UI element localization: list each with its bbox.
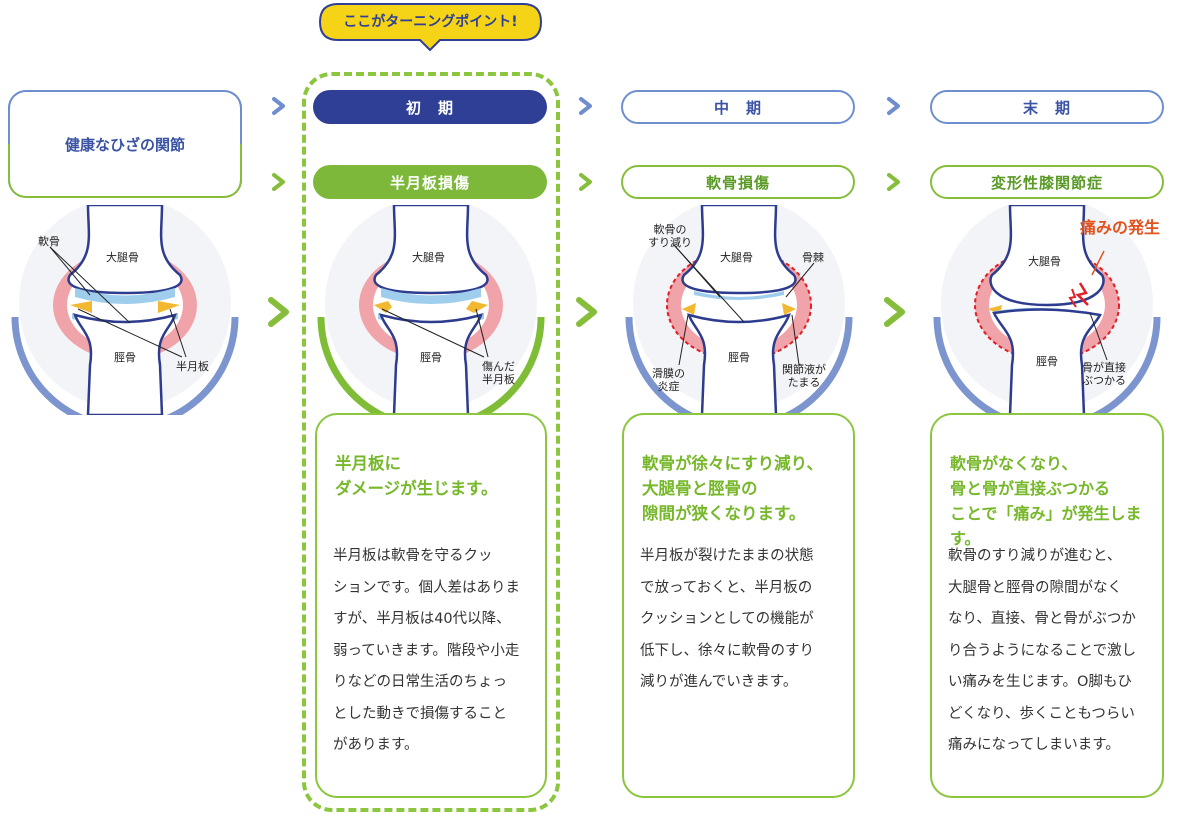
card-middle-body: 半月板が裂けたままの状態 で放っておくと、半月板の クッションとしての機能が 低… [640, 548, 814, 690]
label-osteophyte: 骨棘 [802, 251, 824, 264]
knee-middle-illustration: 軟骨の すり減り 大腿骨 骨棘 脛骨 滑膜の 炎症 関節液が たまる [624, 197, 854, 431]
label-femur: 大腿骨 [106, 251, 139, 264]
knee-early-illustration: 大腿骨 脛骨 傷んだ 半月板 [316, 197, 546, 431]
label-tibia: 脛骨 [420, 351, 442, 364]
chevron-right-icon [578, 96, 594, 116]
turning-point-callout: ここがターニングポイント! [318, 2, 543, 52]
label-tibia: 脛骨 [1036, 355, 1058, 368]
card-early-body: 半月板は軟骨を守るクッ ションです。個人差はありま すが、半月板は40代以降、 … [333, 548, 521, 753]
card-early: 半月板に ダメージが生じます。 半月板は軟骨を守るクッ ションです。個人差はあり… [315, 413, 547, 798]
card-late: 軟骨がなくなり、 骨と骨が直接ぶつかる ことで「痛み」が発生します。 軟骨のすり… [930, 413, 1164, 798]
card-middle-title: 軟骨が徐々にすり減り、 大腿骨と脛骨の 隙間が狭くなります。 [642, 454, 824, 523]
chevron-right-icon [266, 296, 292, 328]
label-synovitis: 滑膜の 炎症 [652, 367, 685, 393]
card-middle: 軟骨が徐々にすり減り、 大腿骨と脛骨の 隙間が狭くなります。 半月板が裂けたまま… [622, 413, 855, 798]
condition-early-pill: 半月板損傷 [313, 165, 547, 199]
knee-late-illustration: 大腿骨 脛骨 骨が直接 ぶつかる [932, 197, 1162, 431]
chevron-right-icon [578, 172, 594, 192]
chevron-right-icon [886, 96, 902, 116]
stage-middle-pill: 中 期 [621, 90, 855, 124]
label-meniscus: 半月板 [176, 360, 209, 373]
knee-healthy-illustration: 軟骨 大腿骨 脛骨 半月板 [10, 197, 240, 431]
chevron-right-icon [271, 172, 287, 192]
label-effusion: 関節液が たまる [782, 363, 826, 389]
card-late-title: 軟骨がなくなり、 骨と骨が直接ぶつかる ことで「痛み」が発生します。 [950, 454, 1142, 548]
chevron-right-icon [271, 96, 287, 116]
stage-late-pill: 末 期 [930, 90, 1164, 124]
label-pain: 痛みの発生 [1080, 218, 1161, 237]
label-bone-contact: 骨が直接 ぶつかる [1082, 361, 1126, 387]
healthy-title: 健康なひざの関節 [64, 136, 185, 154]
label-cartilage: 軟骨 [38, 235, 60, 248]
chevron-right-icon [886, 172, 902, 192]
label-tibia: 脛骨 [728, 351, 750, 364]
condition-late-pill: 変形性膝関節症 [930, 165, 1164, 199]
chevron-right-icon [574, 296, 600, 328]
callout-text: ここがターニングポイント! [343, 14, 518, 30]
label-femur: 大腿骨 [720, 251, 753, 264]
healthy-header-box [8, 90, 242, 198]
condition-middle-pill: 軟骨損傷 [621, 165, 855, 199]
label-damaged-meniscus: 傷んだ 半月板 [482, 360, 515, 386]
label-femur: 大腿骨 [412, 251, 445, 264]
card-late-body: 軟骨のすり減りが進むと、 大腿骨と脛骨の隙間がなく なり、直接、骨と骨がぶつか … [948, 548, 1137, 753]
chevron-right-icon [882, 296, 908, 328]
card-early-title: 半月板に ダメージが生じます。 [335, 454, 498, 498]
early-stage-highlight [302, 72, 560, 812]
stage-early-pill: 初 期 [313, 90, 547, 124]
label-tibia: 脛骨 [114, 351, 136, 364]
label-cartilage-wear: 軟骨の すり減り [648, 223, 692, 249]
label-femur: 大腿骨 [1028, 255, 1061, 268]
